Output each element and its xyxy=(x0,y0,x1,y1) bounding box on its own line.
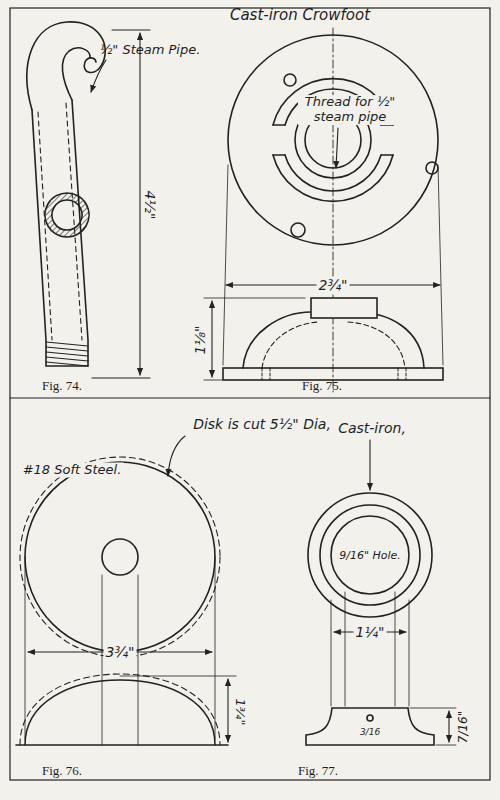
steel-disk xyxy=(16,457,228,745)
dimension-label: 3/16 xyxy=(360,727,380,737)
dimension-label: 7/16" xyxy=(457,711,471,743)
thread-note: Thread for ½" steam pipe xyxy=(298,95,402,125)
figure-caption: Fig. 74. xyxy=(42,379,82,394)
hole-note: 9/16" Hole. xyxy=(339,550,401,563)
dimension-label: 1⅛" xyxy=(192,326,208,355)
dimension-label: 1¾" xyxy=(233,699,248,726)
dimension-line xyxy=(204,128,443,380)
steam-pipe-hook xyxy=(27,22,105,366)
plate-frame xyxy=(10,8,490,780)
material-note: Cast-iron, xyxy=(338,420,406,436)
dimension-label: 4½" xyxy=(142,189,158,222)
dimension-line xyxy=(334,440,456,745)
figure-caption: Fig. 76. xyxy=(42,764,82,779)
dimension-label: 3¾" xyxy=(104,644,137,660)
dimension-label: 1¼" xyxy=(354,624,387,640)
cast-iron-collar xyxy=(306,493,434,745)
figure-caption: Fig. 77. xyxy=(298,764,338,779)
material-note: Disk is cut 5½" Dia, xyxy=(193,416,331,432)
figure-caption: Fig. 75. xyxy=(302,379,342,394)
crowfoot-side-view xyxy=(223,298,443,380)
material-note: #18 Soft Steel. xyxy=(21,463,124,478)
dimension-label: 2¾" xyxy=(317,277,350,293)
material-note: ½" Steam Pipe. xyxy=(100,43,201,58)
crowfoot-top-view xyxy=(228,28,438,392)
dimension-line xyxy=(25,436,236,742)
figure-heading: Cast-iron Crowfoot xyxy=(230,7,370,24)
